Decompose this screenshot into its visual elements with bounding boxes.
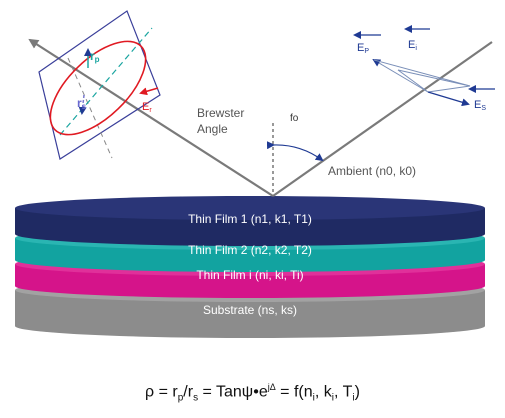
incident-field-line-4 bbox=[373, 59, 471, 87]
es-vector-arrow bbox=[427, 91, 470, 107]
polarization-plane-box bbox=[38, 10, 161, 160]
er-label: Er bbox=[142, 101, 152, 114]
thin-film-1-layer bbox=[15, 196, 485, 246]
formula-eq1: = r bbox=[154, 383, 178, 401]
layer-label-film-2: Thin Film 2 (n2, k2, T2) bbox=[188, 243, 312, 257]
es-label: ES bbox=[474, 99, 486, 112]
formula-comma1: , k bbox=[314, 383, 332, 401]
formula-n-sub: i bbox=[312, 392, 315, 404]
incident-field-vectors bbox=[353, 25, 495, 107]
incident-field-line-3 bbox=[397, 69, 471, 87]
formula-rs-sub: s bbox=[193, 392, 199, 404]
formula-exponent: jΔ bbox=[267, 382, 276, 392]
ep-label: EP bbox=[357, 42, 369, 55]
layer-label-substrate: Substrate (ns, ks) bbox=[203, 303, 297, 317]
formula-close: ) bbox=[354, 383, 360, 401]
formula-rp-sub: p bbox=[177, 392, 184, 404]
brewster-label-line2: Angle bbox=[197, 122, 228, 136]
formula-slash: /r bbox=[183, 383, 194, 401]
ellipsometry-formula: ρ = rp/rs = Tanψ•ejΔ = f(ni, ki, Ti) bbox=[0, 382, 505, 404]
formula-eq3: = f(n bbox=[275, 383, 313, 401]
incident-field-line-1 bbox=[372, 58, 429, 93]
incident-field-line-5 bbox=[427, 85, 471, 93]
formula-eq2: = Tanψ•e bbox=[198, 383, 268, 401]
formula-rho: ρ bbox=[145, 383, 155, 401]
p-axis-dashed-line bbox=[59, 27, 153, 136]
incidence-angle-arc bbox=[266, 141, 324, 162]
incident-beam bbox=[272, 41, 493, 197]
reflected-beam bbox=[28, 38, 274, 197]
angle-symbol-label: fo bbox=[290, 113, 299, 124]
formula-comma2: , T bbox=[334, 383, 353, 401]
ei-label: Ei bbox=[408, 39, 417, 52]
layer-label-film-1: Thin Film 1 (n1, k1, T1) bbox=[188, 212, 312, 226]
ambient-label: Ambient (n0, k0) bbox=[328, 164, 416, 178]
rp-label: rp bbox=[90, 49, 100, 64]
brewster-label-line1: Brewster bbox=[197, 106, 244, 120]
formula-t-sub: i bbox=[352, 392, 355, 404]
reflected-polarization-group bbox=[38, 10, 161, 160]
rs-vector-arrow bbox=[78, 94, 87, 115]
polarization-ellipse bbox=[49, 40, 147, 136]
er-direction-arrow bbox=[139, 87, 159, 96]
s-axis-dashed-line bbox=[67, 57, 113, 159]
formula-k-sub: i bbox=[331, 392, 334, 404]
layer-label-film-i: Thin Film i (ni, ki, Ti) bbox=[196, 268, 303, 282]
rs-label: rs bbox=[77, 96, 87, 111]
incident-field-line-2 bbox=[397, 69, 429, 93]
